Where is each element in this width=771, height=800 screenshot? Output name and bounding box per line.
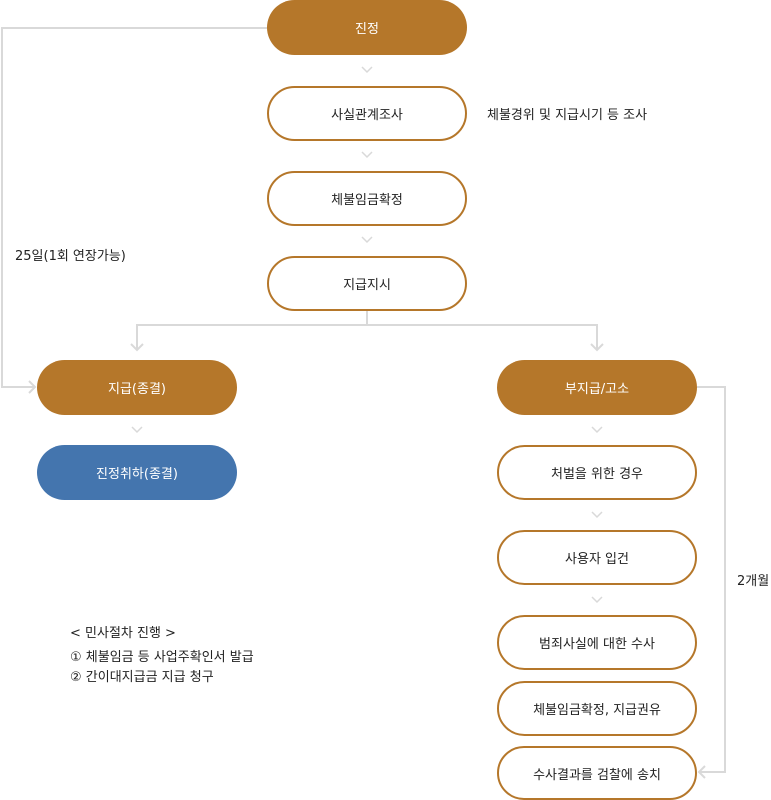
step-label: 사용자 입건 — [565, 552, 629, 567]
step-send-to-prosecution: 수사결과를 검찰에 송치 — [497, 746, 697, 800]
step-wage-confirmation: 체불임금확정 — [267, 171, 467, 226]
step-label: 범죄사실에 대한 수사 — [539, 637, 655, 652]
step-nonpayment: 부지급/고소 — [497, 360, 697, 415]
step-punishment: 처벌을 위한 경우 — [497, 445, 697, 500]
step-label: 수사결과를 검찰에 송치 — [533, 767, 661, 783]
step-employer-booked: 사용자 입건 — [497, 530, 697, 585]
step-complaint: 진정 — [267, 0, 467, 55]
step-label: 부지급/고소 — [564, 382, 630, 397]
step-label: 진정취하(종결) — [96, 467, 178, 482]
notes-item: ② 간이대지급금 지급 청구 — [70, 670, 214, 685]
step-label: 지급지시 — [343, 278, 391, 293]
step-label: 사실관계조사 — [331, 108, 403, 123]
step-paid-closed: 지급(종결) — [37, 360, 237, 415]
step-wage-confirm-recommend: 체불임금확정, 지급권유 — [497, 681, 697, 736]
step-label: 체불임금확정 — [331, 193, 403, 208]
step-fact-investigation: 사실관계조사 — [267, 86, 467, 141]
step-payment-order: 지급지시 — [267, 256, 467, 311]
step-withdrawn-closed: 진정취하(종결) — [37, 445, 237, 500]
step-label: 체불임금확정, 지급권유 — [533, 703, 661, 718]
notes-item: ① 체불임금 등 사업주확인서 발급 — [70, 650, 254, 665]
deadline-label: 25일(1회 연장가능) — [15, 249, 126, 264]
side-note: 체불경위 및 지급시기 등 조사 — [487, 108, 648, 123]
notes-title: < 민사절차 진행 > — [70, 626, 176, 641]
duration-label: 2개월 — [737, 574, 770, 589]
step-label: 진정 — [355, 22, 379, 37]
civil-procedure-notes: < 민사절차 진행 > ① 체불임금 등 사업주확인서 발급 ② 간이대지급금 … — [70, 624, 254, 688]
step-label: 지급(종결) — [108, 382, 166, 397]
step-criminal-investigation: 범죄사실에 대한 수사 — [497, 615, 697, 670]
step-label: 처벌을 위한 경우 — [551, 467, 643, 482]
